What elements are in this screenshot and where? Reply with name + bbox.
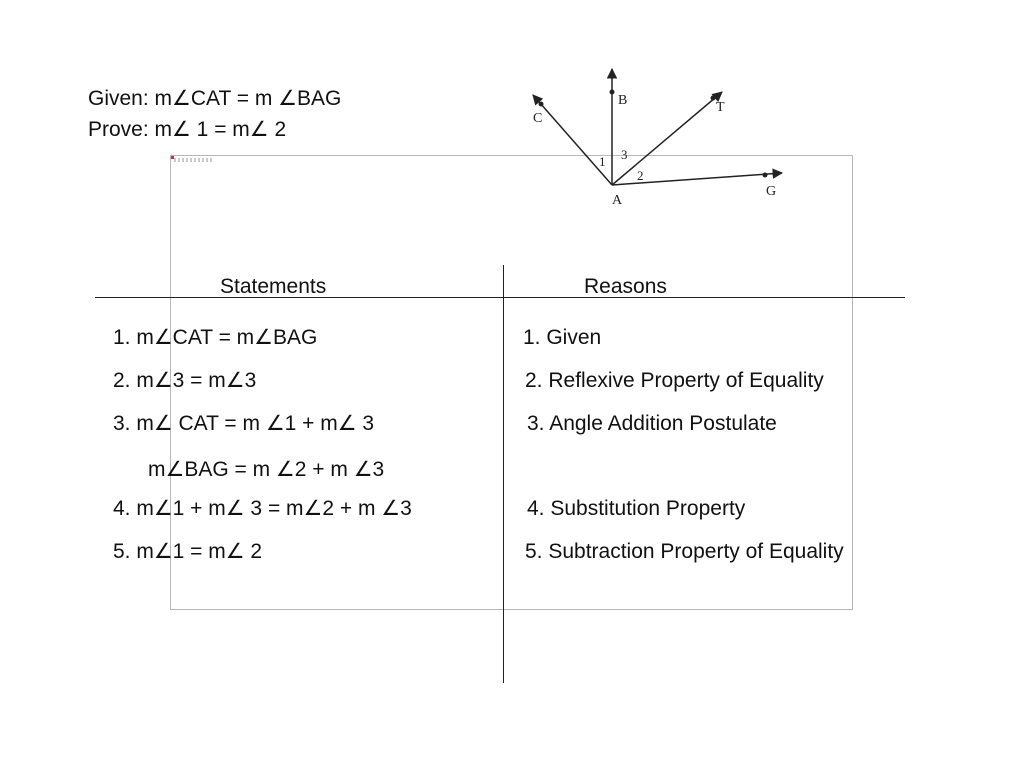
label-t: T: [716, 100, 725, 115]
point-c: [538, 101, 544, 107]
statement-1: 1. m∠CAT = m∠BAG: [113, 326, 318, 349]
label-angle-3: 3: [621, 147, 628, 162]
prove-statement: Prove: m∠ 1 = m∠ 2: [88, 118, 287, 141]
label-angle-2: 2: [637, 168, 644, 183]
content-frame: [170, 155, 853, 610]
label-b: B: [618, 93, 627, 108]
reason-4: 4. Substitution Property: [527, 497, 746, 520]
statement-3: 3. m∠ CAT = m ∠1 + m∠ 3: [113, 412, 375, 435]
angle-figure: C B T G A 1 3 2: [520, 55, 800, 220]
reason-1: 1. Given: [523, 326, 602, 349]
reason-5: 5. Subtraction Property of Equality: [525, 540, 844, 563]
reasons-header: Reasons: [584, 275, 667, 298]
label-c: C: [533, 111, 542, 126]
frame-caption-mark: [174, 158, 214, 162]
point-b: [609, 89, 615, 95]
statement-5: 5. m∠1 = m∠ 2: [113, 540, 263, 563]
ray-ag: [611, 168, 784, 186]
label-g: G: [766, 184, 776, 199]
reason-2: 2. Reflexive Property of Equality: [525, 369, 824, 392]
label-angle-1: 1: [599, 154, 606, 169]
angle-diagram: C B T G A 1 3 2: [532, 67, 784, 208]
label-a: A: [612, 193, 623, 208]
given-statement: Given: m∠CAT = m ∠BAG: [88, 87, 342, 110]
reason-3: 3. Angle Addition Postulate: [527, 412, 777, 435]
table-column-divider: [503, 265, 504, 683]
ray-at: [611, 91, 723, 186]
point-t: [710, 95, 716, 101]
statement-4: 4. m∠1 + m∠ 3 = m∠2 + m ∠3: [113, 497, 412, 520]
statement-2: 2. m∠3 = m∠3: [113, 369, 257, 392]
point-g: [762, 172, 768, 178]
table-header-rule: [95, 297, 905, 298]
statement-3-continued: m∠BAG = m ∠2 + m ∠3: [148, 458, 385, 481]
ray-ac: [532, 94, 613, 186]
statements-header: Statements: [220, 275, 327, 298]
frame-corner-mark: [171, 156, 174, 159]
